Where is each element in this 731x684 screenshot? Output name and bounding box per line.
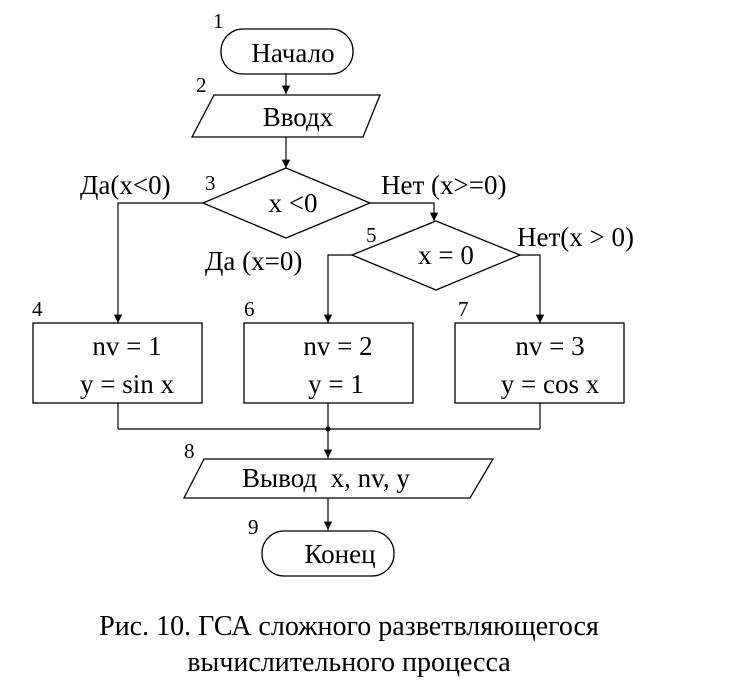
branch-label-5-yes: Да (x=0)	[205, 246, 302, 276]
caption-line-2: вычислительного процесса	[187, 647, 511, 678]
output-parallelogram-shape	[182, 458, 495, 499]
process-7-line-1: nv = 3	[515, 331, 584, 361]
start-terminal-shape	[220, 28, 354, 75]
block-decision-negative: x <0 3 Да(x<0) Нет (x>=0)	[80, 167, 506, 239]
end-terminal-shape	[261, 530, 395, 577]
block-process-7: nv = 3 y = cos x 7	[454, 297, 625, 404]
merge-dot	[325, 426, 331, 432]
block-process-6: nv = 2 y = 1 6	[243, 297, 414, 404]
block-number-4: 4	[32, 297, 43, 321]
start-label: Начало	[251, 38, 334, 68]
block-number-7: 7	[458, 297, 469, 321]
block-end: Конец 9	[248, 515, 395, 577]
connector-3-yes-4	[113, 202, 203, 323]
process-4-line-1: nv = 1	[92, 331, 161, 361]
block-number-3: 3	[205, 171, 216, 195]
decision-5-rhombus-shape	[350, 220, 522, 291]
connector-3-no-5	[370, 202, 439, 221]
caption-line-1: Рис. 10. ГСА сложного разветвляющегося	[99, 611, 599, 642]
process-4-shape	[32, 322, 203, 404]
block-number-9: 9	[248, 515, 259, 539]
block-number-2: 2	[196, 73, 207, 97]
block-output: Вывод x, nv, y 8	[182, 439, 495, 499]
block-number-6: 6	[244, 297, 255, 321]
input-parallelogram-shape	[190, 94, 381, 138]
branch-label-5-no: Нет(x > 0)	[517, 222, 634, 252]
block-input: Вводх 2	[190, 73, 381, 138]
process-6-line-1: nv = 2	[303, 331, 372, 361]
block-start: Начало 1	[213, 9, 354, 75]
connector-5-yes-6	[323, 254, 352, 323]
branch-label-3-yes: Да(x<0)	[80, 170, 171, 200]
block-number-1: 1	[213, 9, 224, 33]
branch-label-3-no: Нет (x>=0)	[381, 170, 506, 200]
decision-3-label: x <0	[269, 188, 318, 218]
process-6-line-2: y = 1	[308, 369, 364, 399]
input-label: Вводх	[263, 102, 334, 132]
connector-5-no-7	[520, 254, 545, 323]
block-number-5: 5	[366, 223, 377, 247]
figure-caption: Рис. 10. ГСА сложного разветвляющегося в…	[99, 611, 599, 678]
end-label: Конец	[304, 539, 375, 569]
process-7-shape	[454, 322, 625, 404]
output-label: Вывод x, nv, y	[242, 463, 410, 493]
process-7-line-2: y = cos x	[501, 369, 600, 399]
block-decision-zero: x = 0 5 Да (x=0) Нет(x > 0)	[205, 220, 634, 291]
decision-3-rhombus-shape	[201, 167, 372, 239]
process-6-shape	[243, 322, 414, 404]
block-process-4: nv = 1 y = sin x 4	[32, 297, 203, 404]
connectors	[113, 74, 545, 530]
decision-5-label: x = 0	[418, 240, 474, 270]
process-4-line-2: y = sin x	[80, 369, 174, 399]
block-number-8: 8	[184, 439, 195, 463]
